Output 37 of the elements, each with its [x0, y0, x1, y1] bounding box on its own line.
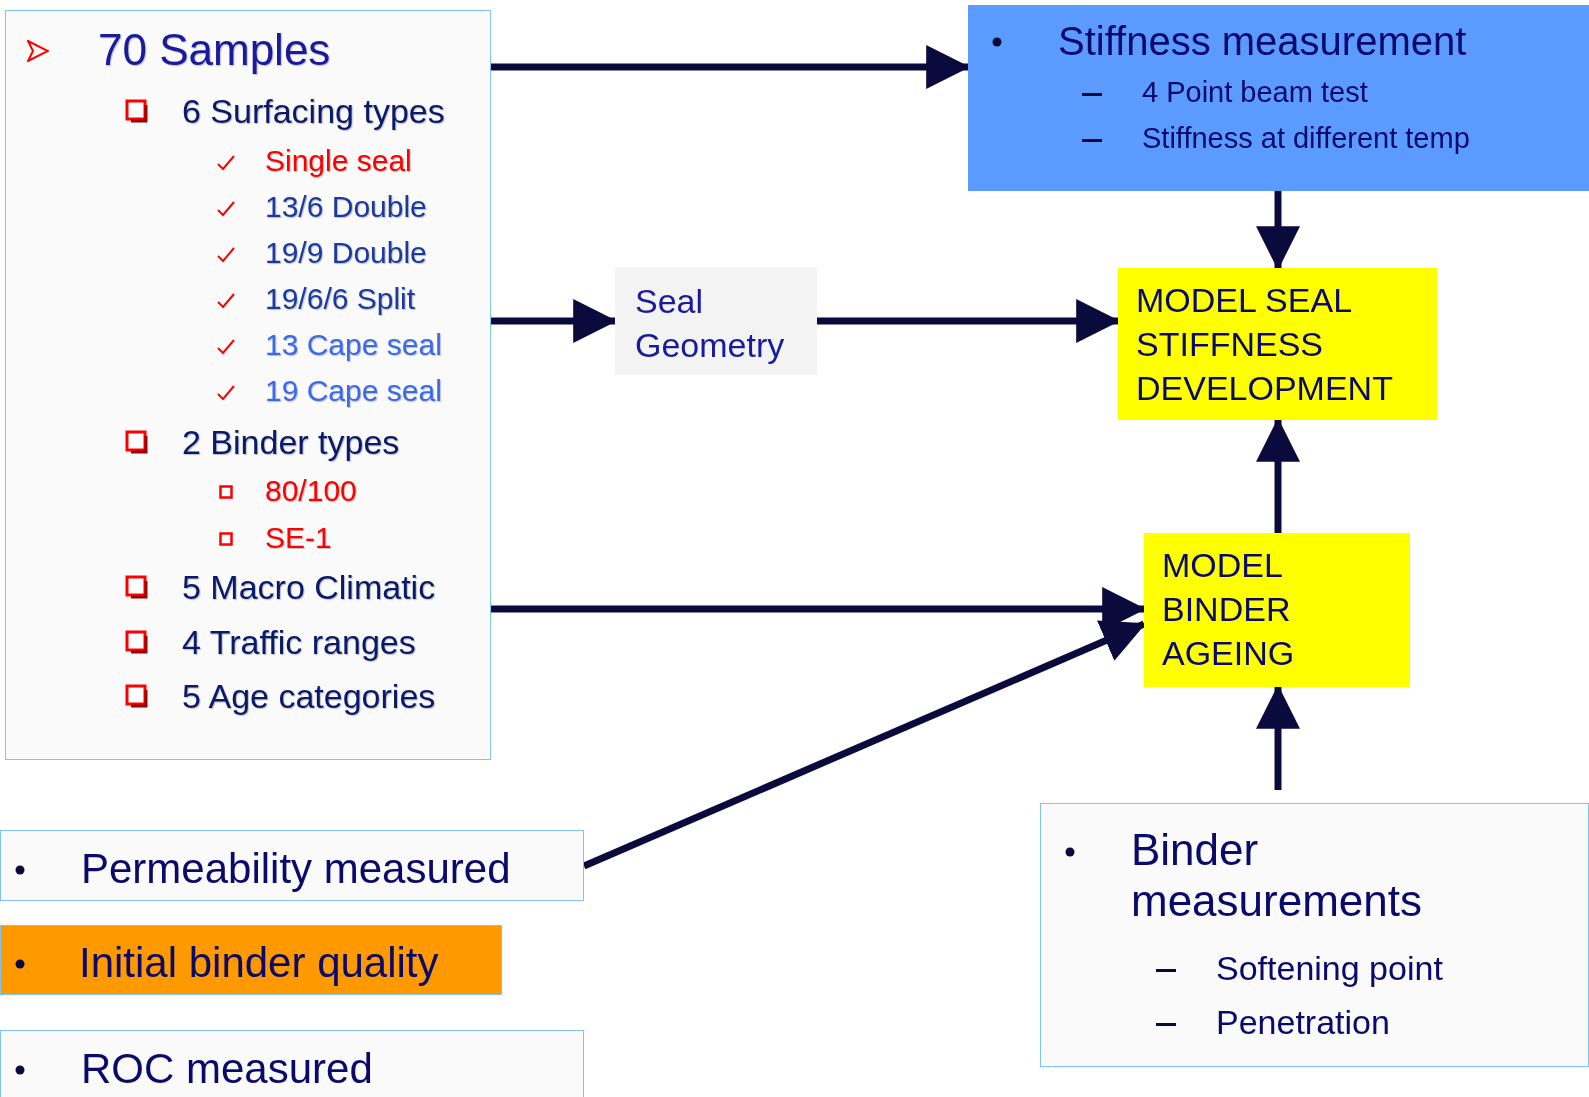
list-item: Single seal: [265, 143, 412, 179]
heading: Binder measurements: [1131, 825, 1423, 927]
list-item: 6 Surfacing types: [182, 92, 445, 132]
heading: 70 Samples: [98, 25, 331, 77]
list-item: 5 Macro Climatic: [182, 568, 436, 608]
node-label: MODEL SEAL STIFFNESS DEVELOPMENT: [1135, 280, 1394, 410]
input-box: [0, 1030, 584, 1097]
input-box: [0, 830, 584, 901]
list-item: 13 Cape seal: [265, 327, 442, 363]
list-item: 2 Binder types: [182, 423, 400, 463]
list-item: SE-1: [265, 520, 332, 556]
list-item: 19/9 Double: [265, 235, 427, 271]
node-label: Seal Geometry: [634, 281, 786, 367]
list-item: Stiffness at different temp: [1142, 122, 1470, 156]
measurement-box: [1040, 803, 1589, 1067]
sample-list-panel: [5, 10, 491, 760]
arrow: [1256, 191, 1300, 271]
heading: Permeability measured: [81, 844, 511, 893]
arrow: [582, 620, 1146, 870]
process-box: [615, 267, 817, 375]
list-item: Penetration: [1216, 1003, 1390, 1043]
list-item: Softening point: [1216, 949, 1443, 989]
model-box: [1144, 533, 1410, 687]
measurement-box: [968, 5, 1589, 191]
heading: ROC measured: [81, 1044, 373, 1093]
list-item: 13/6 Double: [265, 189, 427, 225]
node-label: MODEL BINDER AGEING: [1161, 545, 1296, 675]
list-item: 4 Traffic ranges: [182, 623, 416, 663]
heading: Stiffness measurement: [1058, 17, 1467, 64]
list-item: 19 Cape seal: [265, 373, 442, 409]
list-item: 19/6/6 Split: [265, 281, 416, 317]
input-box: [0, 925, 502, 995]
heading: Initial binder quality: [79, 938, 439, 987]
list-item: 80/100: [265, 473, 357, 509]
list-item: 5 Age categories: [182, 677, 436, 717]
model-box: [1118, 268, 1437, 420]
list-item: 4 Point beam test: [1142, 76, 1368, 110]
